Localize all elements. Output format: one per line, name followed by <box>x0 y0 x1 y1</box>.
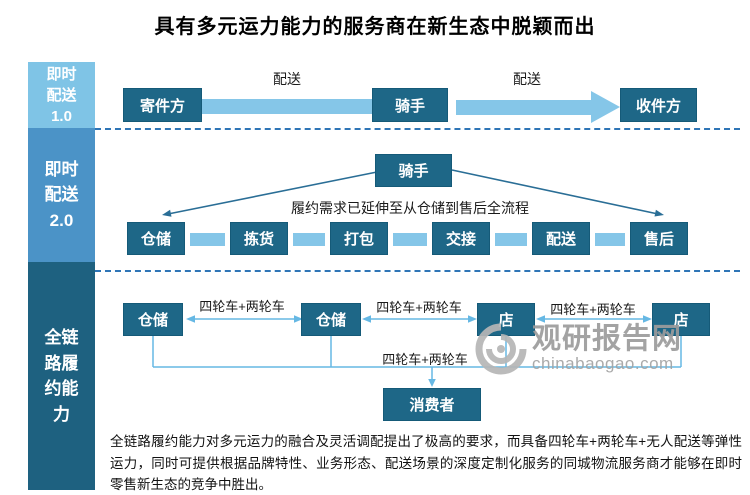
sidebar-segment-instant-delivery-1.0: 即时 配送 1.0 <box>28 62 95 128</box>
watermark-text: 观研报告网 chinabaogao.com <box>532 322 683 374</box>
packing-box: 打包 <box>330 222 388 255</box>
warehouse-a-box: 仓储 <box>123 303 183 336</box>
watermark-domain: chinabaogao.com <box>532 354 674 374</box>
handover-box: 交接 <box>432 222 490 255</box>
watermark: 观研报告网 chinabaogao.com <box>474 318 714 380</box>
footer-description: 全链路履约能力对多元运力的融合及灵活调配提出了极高的要求，而具备四轮车+两轮车+… <box>110 434 742 493</box>
rider-box-1.0: 骑手 <box>372 88 448 122</box>
page-title: 具有多元运力能力的服务商在新生态中脱颖而出 <box>154 16 596 38</box>
rider-box-2.0: 骑手 <box>375 154 452 187</box>
watermark-brand: 观研报告网 <box>532 322 683 355</box>
vehicle-edge-label-1: 四轮车+两轮车 <box>199 299 285 314</box>
warehouse-box: 仓储 <box>127 222 185 255</box>
vehicle-edge-label-3: 四轮车+两轮车 <box>550 302 636 317</box>
delivery-edge-label-1: 配送 <box>273 71 301 87</box>
warehouse-b-box: 仓储 <box>301 303 361 336</box>
vehicle-edge-label-2: 四轮车+两轮车 <box>376 300 462 315</box>
sidebar-segment-full-chain-fulfillment: 全链 路履 约能 力 <box>28 262 95 490</box>
row-separator-dashed-line <box>95 270 740 272</box>
row-separator-dashed-line <box>95 128 740 130</box>
consumer-box: 消费者 <box>383 388 481 421</box>
sidebar-segment-instant-delivery-2.0: 即时 配送 2.0 <box>28 128 95 262</box>
picking-box: 拣货 <box>230 222 288 255</box>
delivery-box: 配送 <box>532 222 590 255</box>
aftersales-box: 售后 <box>630 222 688 255</box>
receiver-box: 收件方 <box>620 88 697 122</box>
sender-box: 寄件方 <box>123 88 202 122</box>
fulfillment-scope-note: 履约需求已延伸至从仓储到售后全流程 <box>291 200 529 216</box>
vehicle-edge-label-bus: 四轮车+两轮车 <box>382 352 468 367</box>
delivery-edge-label-2: 配送 <box>513 71 541 87</box>
store-b-box: 店 <box>652 303 710 336</box>
watermark-logo-icon <box>475 323 527 375</box>
